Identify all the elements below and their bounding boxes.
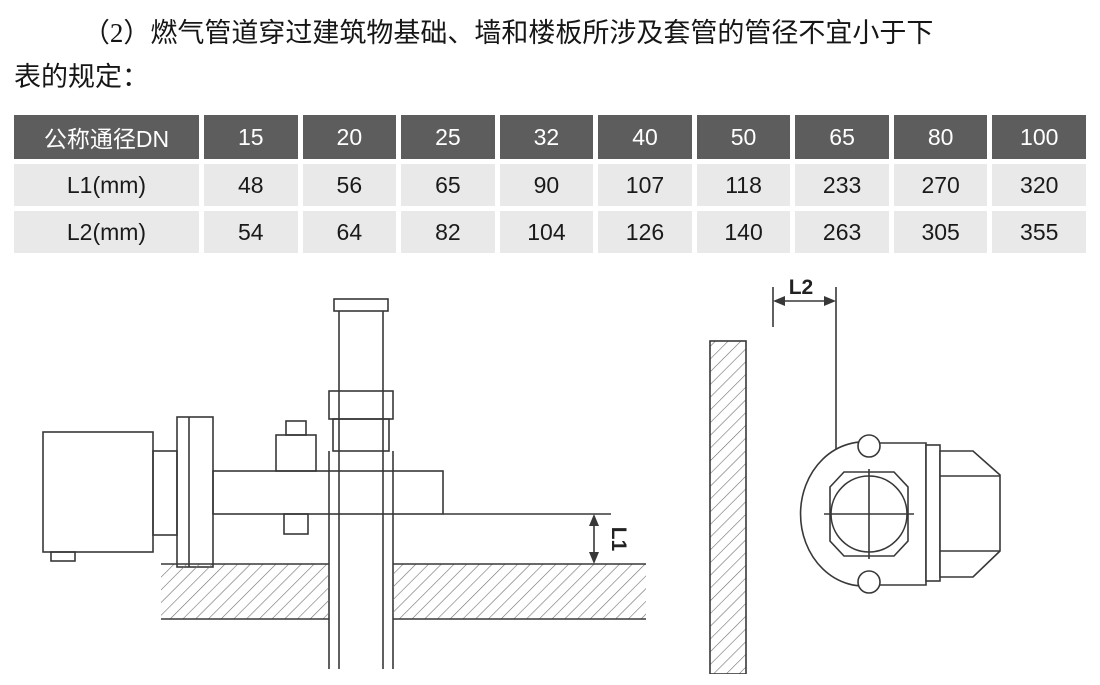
table-header-cell: 32 <box>499 115 594 160</box>
table-header-cell: 80 <box>893 115 988 160</box>
table-cell: 263 <box>795 211 889 254</box>
table-header-cell: 65 <box>795 115 889 160</box>
table-row-label: L2(mm) <box>14 211 199 254</box>
table-cell: 48 <box>204 164 298 207</box>
left-diagram: L1 <box>42 298 646 670</box>
l1-dimension <box>589 514 599 565</box>
intro-paragraph: （2）燃气管道穿过建筑物基础、墙和楼板所涉及套管的管径不宜小于下 表的规定： <box>14 12 1086 99</box>
wall-hatch <box>709 340 747 675</box>
table-cell: 64 <box>302 211 397 254</box>
table-cell: 90 <box>499 164 594 207</box>
vertical-pipe <box>328 298 394 670</box>
table-cell: 56 <box>302 164 397 207</box>
table-row-label: L1(mm) <box>14 164 199 207</box>
floor-slab-hatch <box>161 563 646 621</box>
table-cell: 233 <box>795 164 889 207</box>
l1-dimension-label: L1 <box>607 527 630 552</box>
table-cell: 140 <box>696 211 791 254</box>
paragraph-line-2: 表的规定： <box>14 61 149 92</box>
table-header-cell: 40 <box>598 115 692 160</box>
right-diagram: L2 <box>709 279 1001 675</box>
diagram-row: L1 <box>14 279 1086 675</box>
table-cell: 54 <box>204 211 298 254</box>
table-cell: 118 <box>696 164 791 207</box>
table-header-cell: 25 <box>401 115 495 160</box>
l2-dimension-label: L2 <box>789 279 814 299</box>
table-cell: 320 <box>992 164 1086 207</box>
sleeve-diameter-table: 公称通径DN 15 20 25 32 40 50 65 80 100 L1(mm… <box>14 115 1086 254</box>
meter-body <box>42 416 214 569</box>
table-header-cell: 15 <box>204 115 298 160</box>
table-cell: 270 <box>893 164 988 207</box>
table-header-cell: 公称通径DN <box>14 115 199 160</box>
table-header-cell: 20 <box>302 115 397 160</box>
valve-body <box>799 434 1001 595</box>
paragraph-line-1: （2）燃气管道穿过建筑物基础、墙和楼板所涉及套管的管径不宜小于下 <box>82 18 934 48</box>
table-cell: 65 <box>401 164 495 207</box>
table-cell: 355 <box>992 211 1086 254</box>
table-header-cell: 100 <box>992 115 1086 160</box>
l2-dimension <box>772 287 837 458</box>
table-header-cell: 50 <box>696 115 791 160</box>
horizontal-pipe <box>212 420 611 536</box>
table-cell: 126 <box>598 211 692 254</box>
table-cell: 107 <box>598 164 692 207</box>
table-cell: 104 <box>499 211 594 254</box>
table-cell: 305 <box>893 211 988 254</box>
table-cell: 82 <box>401 211 495 254</box>
